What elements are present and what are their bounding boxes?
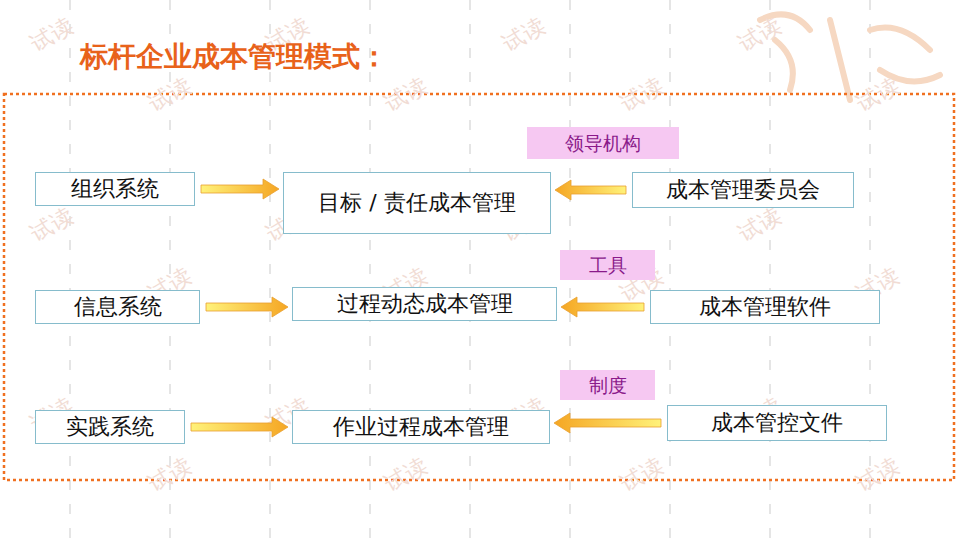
node-text: 领导机构 <box>565 131 641 156</box>
watermark: 试读 <box>497 11 550 59</box>
block-arrow <box>191 417 288 437</box>
dotted-frame <box>4 94 954 480</box>
node-text: 实践系统 <box>66 413 154 442</box>
watermark: 试读 <box>143 71 196 119</box>
category-band: 工具 <box>560 250 655 280</box>
watermark: 试读 <box>851 71 904 119</box>
process-box: 过程动态成本管理 <box>292 287 557 321</box>
node-text: 目标 / 责任成本管理 <box>318 189 515 218</box>
watermark: 试读 <box>733 201 786 249</box>
watermark: 试读 <box>615 71 668 119</box>
node-text: 作业过程成本管理 <box>333 413 509 442</box>
slide-title: 标杆企业成本管理模式： <box>80 38 388 76</box>
process-box: 组织系统 <box>35 172 195 206</box>
watermark: 试读 <box>851 451 904 499</box>
grid-lines <box>70 0 870 540</box>
watermark: 试读 <box>379 451 432 499</box>
watermark: 试读 <box>143 451 196 499</box>
node-text: 信息系统 <box>74 293 162 322</box>
logo-strokes <box>760 14 940 100</box>
process-box: 信息系统 <box>35 290 200 324</box>
block-arrow <box>561 297 644 317</box>
block-arrow <box>206 297 288 317</box>
watermark: 试读 <box>733 11 786 59</box>
node-text: 工具 <box>589 253 627 278</box>
watermark: 试读 <box>615 451 668 499</box>
category-band: 制度 <box>560 370 655 400</box>
node-text: 过程动态成本管理 <box>337 290 513 319</box>
block-arrow <box>201 179 279 199</box>
block-arrow <box>554 413 661 433</box>
node-text: 成本管理软件 <box>699 293 831 322</box>
node-text: 成本管控文件 <box>711 409 843 438</box>
watermark: 试读 <box>25 201 78 249</box>
watermark: 试读 <box>379 71 432 119</box>
process-box: 作业过程成本管理 <box>292 410 550 444</box>
category-band: 领导机构 <box>527 127 679 159</box>
node-text: 制度 <box>589 373 627 398</box>
watermark: 试读 <box>25 11 78 59</box>
node-text: 组织系统 <box>71 175 159 204</box>
process-box: 实践系统 <box>35 410 185 444</box>
process-box: 成本管控文件 <box>667 405 887 441</box>
block-arrow <box>555 180 626 200</box>
process-box: 目标 / 责任成本管理 <box>283 172 551 234</box>
process-box: 成本管理软件 <box>650 290 880 324</box>
node-text: 成本管理委员会 <box>666 176 820 205</box>
process-box: 成本管理委员会 <box>632 172 854 208</box>
